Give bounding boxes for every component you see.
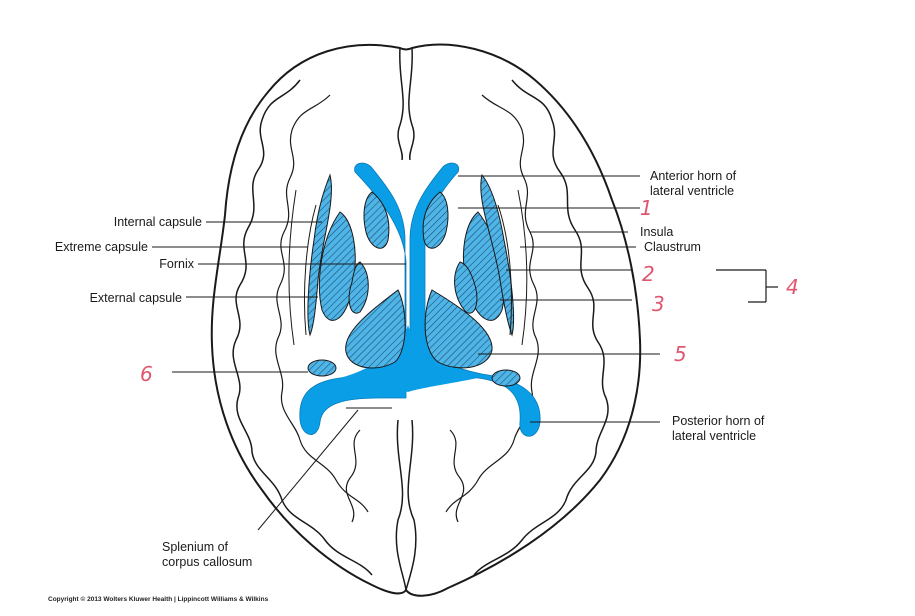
label-posterior-horn-2: lateral ventricle: [672, 429, 757, 443]
label-external-capsule: External capsule: [89, 291, 182, 305]
bracket-4: [716, 269, 778, 303]
label-claustrum: Claustrum: [644, 240, 701, 254]
handwritten-1: 1: [640, 196, 653, 220]
putamen-left: [318, 211, 356, 321]
gyri-right-inner: [445, 94, 539, 513]
thalamus-right: [424, 289, 493, 369]
insula-line-left: [288, 189, 297, 346]
longitudinal-fissure-posterior: [395, 419, 407, 591]
handwritten-4: 4: [786, 275, 799, 299]
gyri-left-inner: [275, 94, 369, 513]
ventricle-body-bridge: [340, 325, 478, 392]
copyright-notice: Copyright © 2013 Wolters Kluwer Health |…: [48, 596, 269, 603]
claustrum-left: [307, 173, 332, 337]
label-internal-capsule: Internal capsule: [113, 215, 202, 229]
gyri-left: [232, 79, 373, 576]
label-posterior-horn-1: Posterior horn of: [672, 414, 765, 428]
globus-pallidus-right: [454, 261, 478, 314]
label-fornix: Fornix: [159, 257, 194, 271]
external-capsule-line-left: [303, 204, 317, 336]
leader-lines: [152, 175, 660, 531]
label-insula: Insula: [640, 225, 674, 239]
external-capsule-line-right: [497, 204, 512, 336]
label-extreme-capsule: Extreme capsule: [54, 240, 148, 254]
handwritten-2: 2: [642, 262, 655, 286]
label-splenium-2: corpus callosum: [162, 555, 253, 569]
longitudinal-fissure-anterior: [397, 47, 404, 161]
tail-caudate-right: [491, 369, 521, 387]
caudate-right: [422, 191, 449, 249]
handwritten-6: 6: [140, 362, 153, 386]
caudate-left: [363, 191, 390, 249]
gyri-right: [473, 79, 609, 576]
longitudinal-fissure-posterior-2: [405, 419, 417, 591]
tail-caudate-left: [307, 359, 337, 377]
handwritten-3: 3: [652, 292, 665, 316]
occipital-gyri: [345, 429, 465, 523]
insula-line-right: [517, 189, 528, 346]
handwritten-5: 5: [674, 342, 687, 366]
label-anterior-horn-1: Anterior horn of: [650, 169, 737, 183]
longitudinal-fissure-anterior-2: [408, 47, 415, 161]
label-splenium-1: Splenium of: [162, 540, 229, 554]
label-anterior-horn-2: lateral ventricle: [650, 184, 735, 198]
thalamus-left: [345, 289, 406, 369]
globus-pallidus-left: [348, 261, 369, 314]
claustrum-right: [480, 173, 515, 337]
